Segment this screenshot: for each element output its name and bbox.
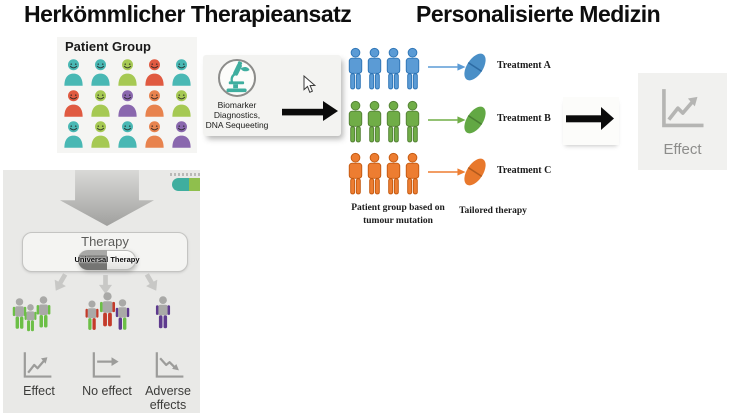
patient-figure-icon bbox=[405, 47, 420, 90]
caption-line: Patient group based on bbox=[351, 203, 445, 213]
capsule-right-half bbox=[107, 250, 136, 270]
patient-figure-icon bbox=[348, 100, 363, 143]
biomarker-caption: Biomarker Diagnostics, DNA Sequeeting bbox=[202, 100, 272, 131]
flow-arrow-icon bbox=[566, 107, 614, 130]
patient-smiley-icon bbox=[172, 59, 191, 86]
treatment-arrow-icon bbox=[428, 116, 466, 124]
title-traditional: Herkömmlicher Therapieansatz bbox=[24, 1, 352, 27]
patient-figure-icon bbox=[367, 47, 382, 90]
chart-up-icon bbox=[23, 352, 52, 378]
patient-smiley-icon bbox=[145, 121, 164, 148]
patient-smiley-icon bbox=[64, 59, 83, 86]
outcome-person-icon bbox=[85, 300, 99, 330]
treatment-arrow-icon bbox=[428, 168, 466, 176]
patient-smiley-icon bbox=[91, 121, 110, 148]
outcome-person-icon bbox=[12, 298, 27, 329]
tiny-caption bbox=[170, 173, 200, 176]
outcome-person-icon bbox=[99, 292, 116, 327]
outcome-label: No effect bbox=[82, 384, 132, 398]
effect-box: Effect bbox=[638, 73, 727, 170]
patient-smiley-icon bbox=[118, 121, 137, 148]
capsule-left-half bbox=[78, 250, 107, 270]
patient-figure-icon bbox=[386, 152, 401, 195]
chart-flat-icon bbox=[92, 352, 121, 378]
pill-icon bbox=[464, 53, 486, 81]
biomarker-caption-line: Diagnostics, bbox=[213, 110, 261, 121]
capsule-right-half bbox=[189, 178, 200, 191]
patient-smiley-icon bbox=[145, 59, 164, 86]
patient-figure-icon bbox=[386, 47, 401, 90]
patient-smiley-icon bbox=[91, 90, 110, 117]
outcome-label: Adverse effects bbox=[145, 384, 191, 412]
patient-figure-icon bbox=[405, 100, 420, 143]
pill-icon bbox=[464, 106, 486, 134]
therapy-box: Therapy Universal Therapy bbox=[22, 232, 188, 272]
treatment-arrow-icon bbox=[428, 63, 466, 71]
outcome-label: Effect bbox=[23, 384, 55, 398]
patient-group-label: Patient Group bbox=[65, 39, 151, 54]
patient-figure-icon bbox=[367, 152, 382, 195]
patient-figure-icon bbox=[348, 152, 363, 195]
patient-figure-icon bbox=[348, 47, 363, 90]
chart-down-icon bbox=[155, 352, 184, 378]
capsule-icon bbox=[172, 178, 200, 191]
microscope-icon bbox=[218, 59, 256, 97]
treatment-label: Treatment C bbox=[497, 165, 552, 176]
patient-smiley-icon bbox=[172, 90, 191, 117]
effect-label: Effect bbox=[663, 141, 702, 158]
outcomes-area: Effect No effect Adverse effects bbox=[3, 170, 200, 413]
patient-smiley-icon bbox=[145, 90, 164, 117]
patient-smiley-icon bbox=[172, 121, 191, 148]
patient-smiley-icon bbox=[91, 59, 110, 86]
biomarker-caption-line: DNA Sequeeting bbox=[205, 120, 269, 131]
patient-figure-icon bbox=[367, 100, 382, 143]
universal-therapy-capsule-icon bbox=[78, 250, 136, 270]
patient-smiley-icon bbox=[64, 90, 83, 117]
capsule-left-half bbox=[172, 178, 189, 191]
patient-smiley-icon bbox=[118, 90, 137, 117]
patient-smiley-icon bbox=[118, 59, 137, 86]
patient-grid bbox=[61, 58, 197, 152]
therapy-title: Therapy bbox=[81, 234, 129, 249]
treatment-label: Treatment A bbox=[497, 60, 551, 71]
patient-figure-icon bbox=[386, 100, 401, 143]
down-arrow-icon bbox=[141, 271, 162, 294]
outcome-person-icon bbox=[155, 296, 171, 329]
patient-mutation-caption: Patient group based on tumour mutation bbox=[336, 202, 460, 228]
outcome-person-icon bbox=[24, 304, 37, 332]
outcome-person-icon bbox=[36, 296, 51, 328]
caption-line: tumour mutation bbox=[363, 215, 433, 226]
traditional-therapy-panel: Therapy Universal Therapy Effect No effe… bbox=[3, 170, 200, 413]
biomarker-caption-line: Biomarker bbox=[217, 100, 257, 110]
patient-figure-icon bbox=[405, 152, 420, 195]
universal-therapy-label: Universal Therapy bbox=[74, 255, 140, 264]
flow-arrow-icon bbox=[282, 101, 338, 121]
pill-icon bbox=[464, 158, 486, 186]
title-personalized: Personalisierte Medizin bbox=[416, 1, 661, 27]
biomarker-box: Biomarker Diagnostics, DNA Sequeeting bbox=[203, 55, 341, 136]
down-arrow-icon bbox=[50, 271, 71, 294]
chart-up-icon bbox=[657, 86, 707, 137]
patient-group-panel: Patient Group bbox=[57, 37, 197, 153]
treatment-label: Treatment B bbox=[497, 113, 551, 124]
mouse-cursor bbox=[303, 75, 316, 93]
patient-smiley-icon bbox=[64, 121, 83, 148]
outcome-person-icon bbox=[115, 299, 130, 330]
tailored-therapy-caption: Tailored therapy bbox=[459, 206, 527, 216]
